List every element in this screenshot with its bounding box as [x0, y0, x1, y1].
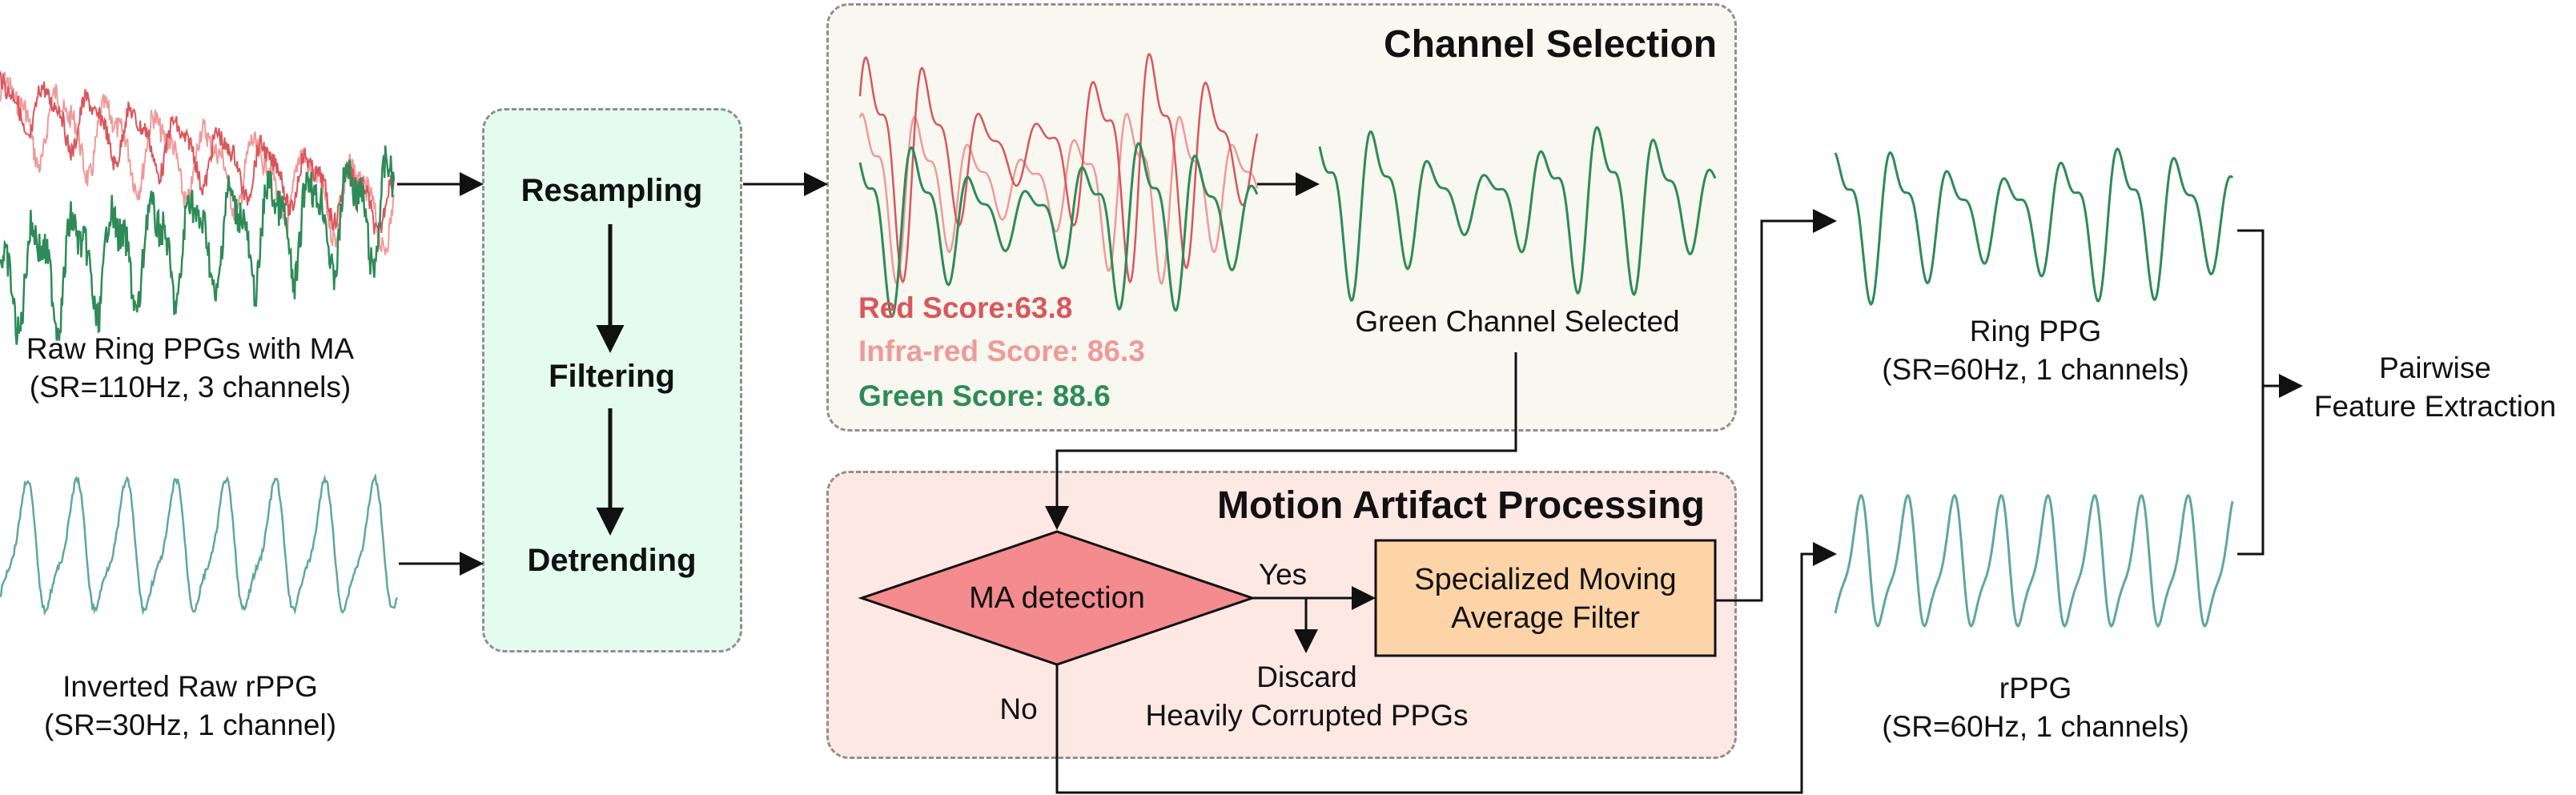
no-label: No — [999, 693, 1038, 725]
channel-green-waveform — [858, 142, 1259, 319]
selected-green-waveform — [1318, 126, 1717, 303]
channel-selection-title: Channel Selection — [1384, 23, 1718, 66]
output-rppg-waveform — [1834, 493, 2234, 628]
ma-detection-label: MA detection — [969, 581, 1145, 615]
ring-ppg-output-label: Ring PPG (SR=60Hz, 1 channels) — [1882, 315, 2189, 386]
output-ring-ppg-waveform — [1834, 147, 2234, 307]
step-detrending: Detrending — [527, 543, 697, 578]
channel-red-waveform — [858, 53, 1259, 284]
waveforms — [0, 53, 2234, 628]
step-resampling: Resampling — [520, 173, 703, 208]
red-score: Red Score:63.8 — [858, 291, 1073, 324]
filter-label: Specialized Moving Average Filter — [1414, 563, 1677, 635]
raw-ring-infrared-waveform — [0, 71, 395, 255]
arrow-selected-to-ma-detection — [1045, 352, 1517, 530]
channel-infrared-waveform — [858, 112, 1259, 286]
step-filtering: Filtering — [549, 359, 675, 394]
preprocessing-box — [482, 108, 742, 652]
filter-box — [1374, 539, 1717, 657]
output-bracket — [2237, 229, 2265, 556]
rppg-output-label: rPPG (SR=60Hz, 1 channels) — [1882, 672, 2189, 743]
pairwise-feature-extraction-label: Pairwise Feature Extraction — [2313, 351, 2557, 423]
green-channel-selected-label: Green Channel Selected — [1355, 305, 1680, 338]
arrow-no-to-rppg — [1055, 542, 1837, 794]
infrared-score: Infra-red Score: 86.3 — [858, 335, 1145, 367]
raw-rppg-waveform — [0, 472, 399, 616]
raw-ring-ppg-label: Raw Ring PPGs with MA (SR=110Hz, 3 chann… — [26, 332, 355, 404]
channel-selection-box — [826, 3, 1737, 432]
green-score: Green Score: 88.6 — [858, 379, 1111, 412]
raw-rppg-label: Inverted Raw rPPG (SR=30Hz, 1 channel) — [43, 670, 337, 741]
raw-ring-red-waveform — [0, 70, 395, 235]
raw-ring-green-waveform — [0, 145, 396, 345]
yes-label: Yes — [1258, 558, 1308, 591]
arrow-filter-to-ring-ppg — [1715, 209, 1837, 602]
motion-artifact-title: Motion Artifact Processing — [1217, 484, 1705, 527]
discard-label: Discard Heavily Corrupted PPGs — [1145, 660, 1469, 732]
